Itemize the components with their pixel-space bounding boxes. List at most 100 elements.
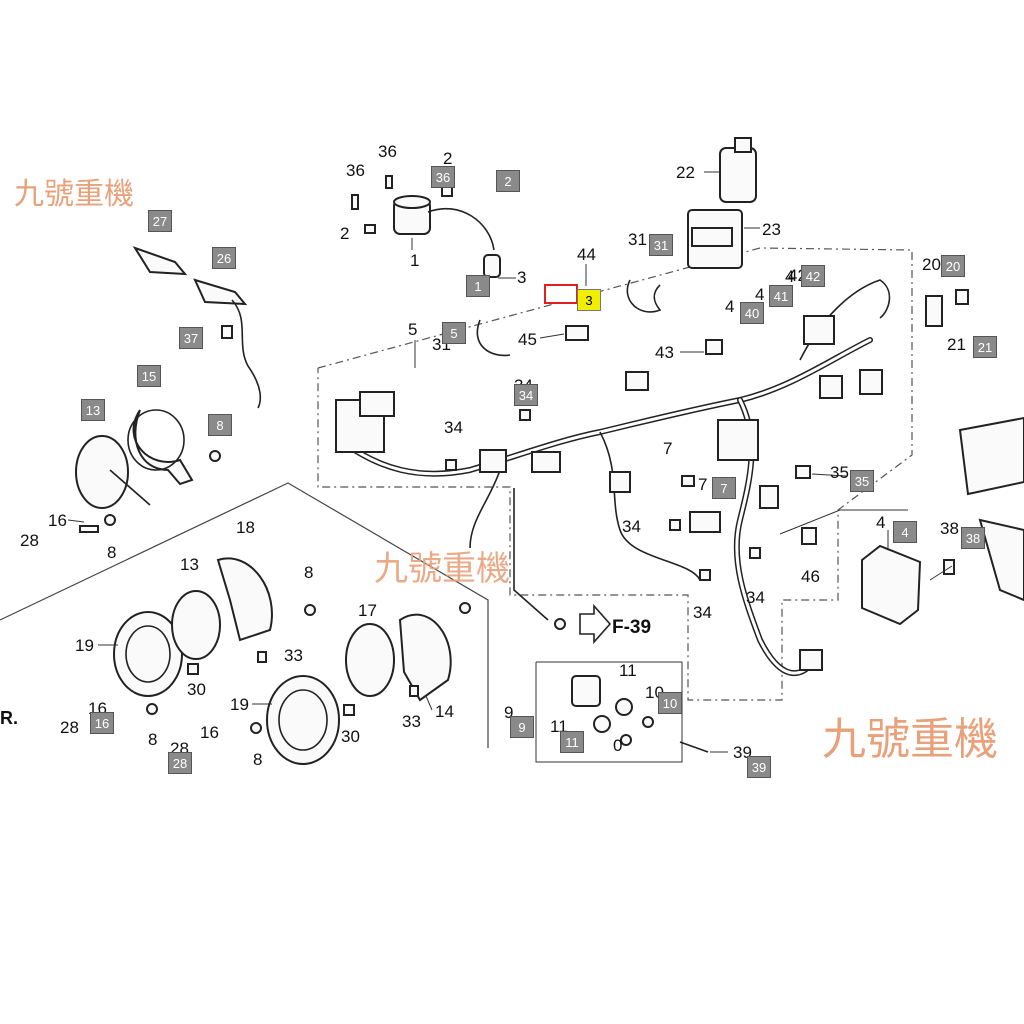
part-callout: 7 xyxy=(663,439,673,458)
part-callout: 34 xyxy=(693,603,712,622)
horn-13 xyxy=(75,435,151,509)
bolt xyxy=(79,525,99,533)
part-callout: 30 xyxy=(187,680,206,699)
part-tag[interactable]: 11 xyxy=(560,731,584,753)
part-callout: 4 xyxy=(755,285,765,304)
part-callout: 38 xyxy=(940,519,959,538)
part-callout: 4 xyxy=(876,513,886,532)
main-wire-harness xyxy=(335,279,891,677)
part-callout: 33 xyxy=(402,712,421,731)
part-callout: 8 xyxy=(304,563,314,582)
bracket-assembly xyxy=(571,675,709,753)
part-tag[interactable]: 5 xyxy=(442,322,466,344)
part-tag[interactable]: 15 xyxy=(137,365,161,387)
part-callout: 16 xyxy=(200,723,219,742)
part-tag[interactable]: 13 xyxy=(81,399,105,421)
ecu-unit xyxy=(861,416,1024,626)
part-callout: 11 xyxy=(619,661,637,680)
watermark-center: 九號重機 xyxy=(374,549,510,589)
part-callout: 17 xyxy=(358,601,377,620)
page-reference-label[interactable]: F-39 xyxy=(612,617,652,638)
part-tag[interactable]: 35 xyxy=(850,470,874,492)
part-tag[interactable]: 2 xyxy=(496,170,520,192)
part-callout: 0 xyxy=(613,736,623,755)
part-callout: 36 xyxy=(378,142,397,161)
part-tag[interactable]: 20 xyxy=(941,255,965,277)
part-callout: 4 xyxy=(785,267,795,286)
relay-unit xyxy=(687,137,757,269)
part-callout: 7 xyxy=(698,475,708,494)
part-callout: 34 xyxy=(622,517,641,536)
part-callout: 20 xyxy=(922,255,941,274)
part-tag[interactable]: 40 xyxy=(740,302,764,324)
watermark-top-left: 九號重機 xyxy=(14,177,134,212)
part-tag[interactable]: 1 xyxy=(466,275,490,297)
part-tag[interactable]: 38 xyxy=(961,527,985,549)
part-tag[interactable]: 21 xyxy=(973,336,997,358)
part-callout: 30 xyxy=(341,727,360,746)
part-callout: 36 xyxy=(346,161,365,180)
part-tag[interactable]: 10 xyxy=(658,692,682,714)
part-callout: 13 xyxy=(180,555,199,574)
part-tag[interactable]: 34 xyxy=(514,384,538,406)
part-callout: 23 xyxy=(762,220,781,239)
part-callout: 28 xyxy=(20,531,39,550)
part-callout: 19 xyxy=(230,695,249,714)
ref-arrow xyxy=(513,488,612,645)
bracket-group-outline xyxy=(535,661,683,763)
part-tag[interactable]: 26 xyxy=(212,247,236,269)
part-tag[interactable]: 36 xyxy=(431,166,455,188)
part-callout: 28 xyxy=(60,718,79,737)
part-tag-selected[interactable]: 3 xyxy=(577,289,601,311)
part-callout: 1 xyxy=(410,251,420,270)
part-callout: 5 xyxy=(408,320,418,339)
ignition-coil xyxy=(351,175,501,278)
part-tag[interactable]: 39 xyxy=(747,756,771,778)
part-tag[interactable]: 9 xyxy=(510,716,534,738)
washer xyxy=(104,514,116,526)
part-callout: 45 xyxy=(518,330,537,349)
part-callout: 34 xyxy=(746,588,765,607)
part-callout: 43 xyxy=(655,343,674,362)
part-callout: 11 xyxy=(550,717,568,736)
horn-group-outline xyxy=(0,482,489,748)
part-callout: 2 xyxy=(340,224,350,243)
part-tag[interactable]: 7 xyxy=(712,477,736,499)
part-callout: 9 xyxy=(504,703,514,722)
part-callout: 21 xyxy=(947,335,966,354)
relay-small xyxy=(925,295,943,327)
horn-set-lower xyxy=(113,557,471,765)
part-callout: 35 xyxy=(830,463,849,482)
harness-band-clamp xyxy=(626,279,662,313)
part-tag[interactable]: 42 xyxy=(801,265,825,287)
part-callout: 8 xyxy=(148,730,158,749)
part-callout: 44 xyxy=(577,245,596,264)
part-callout: 2 xyxy=(443,149,453,168)
ecu-group-outline xyxy=(779,509,908,535)
part-tag[interactable]: 16 xyxy=(90,712,114,734)
washer xyxy=(209,450,221,462)
front-direction-label: R. xyxy=(0,708,18,728)
part-tag[interactable]: 4 xyxy=(893,521,917,543)
part-callout: 8 xyxy=(107,543,117,562)
part-tag[interactable]: 41 xyxy=(769,285,793,307)
part-callout: 14 xyxy=(435,702,454,721)
part-tag[interactable]: 31 xyxy=(649,234,673,256)
sensor-connectors xyxy=(132,246,262,409)
part-tag[interactable]: 37 xyxy=(179,327,203,349)
part-callout: 18 xyxy=(236,518,255,537)
relay-tiny xyxy=(955,289,969,305)
leader-lines xyxy=(67,171,889,753)
part-callout: 19 xyxy=(75,636,94,655)
part-tag[interactable]: 8 xyxy=(208,414,232,436)
part-tag[interactable]: 28 xyxy=(168,752,192,774)
part-callout: 16 xyxy=(48,511,67,530)
part-callout: 34 xyxy=(444,418,463,437)
part-callout: 4 xyxy=(725,297,735,316)
part-callout: 33 xyxy=(284,646,303,665)
part-tag[interactable]: 27 xyxy=(148,210,172,232)
part-callout: 3 xyxy=(517,268,527,287)
watermark-bottom-right: 九號重機 xyxy=(822,714,998,765)
